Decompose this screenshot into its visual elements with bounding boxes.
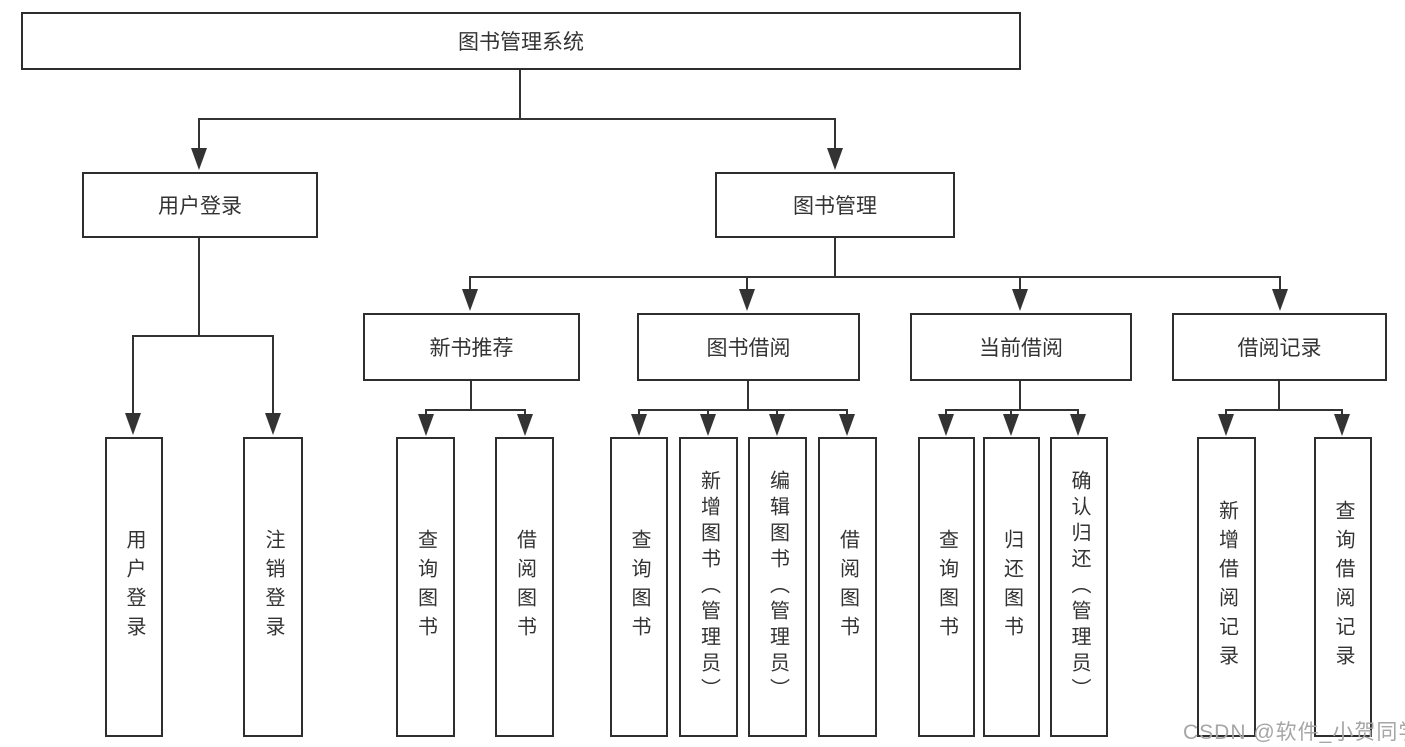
connector-line xyxy=(425,409,427,417)
leaf-logout: 注销登录 xyxy=(243,437,303,737)
connector-line xyxy=(945,409,1079,411)
connector-line xyxy=(1010,409,1012,417)
connector-line xyxy=(1278,381,1280,411)
connector-line xyxy=(198,118,836,120)
connector-line xyxy=(469,276,1281,278)
leaf-confirm-return-admin: 确认归还（管理员） xyxy=(1050,437,1108,737)
connector-line xyxy=(1225,409,1227,417)
arrowhead-down xyxy=(1003,414,1019,436)
csdn-watermark: CSDN @软件_小贺同学 xyxy=(1183,721,1405,744)
node-borrow-records-label: 借阅记录 xyxy=(1237,337,1322,360)
connector-line xyxy=(132,335,274,337)
connector-line xyxy=(707,409,709,417)
connector-line xyxy=(469,276,471,291)
arrowhead-down xyxy=(739,289,755,311)
leaf-add-borrow-record: 新增借阅记录 xyxy=(1197,437,1256,737)
connector-line xyxy=(945,409,947,417)
connector-line xyxy=(834,118,836,150)
arrowhead-down xyxy=(462,289,478,311)
node-current-borrow-label: 当前借阅 xyxy=(979,337,1063,360)
leaf-user-login-label: 用户登录 xyxy=(123,529,145,645)
connector-line xyxy=(638,409,640,417)
connector-line xyxy=(1019,276,1021,291)
node-current-borrow: 当前借阅 xyxy=(910,313,1132,381)
arrowhead-down xyxy=(1272,289,1288,311)
connector-line xyxy=(776,409,778,417)
arrowhead-down xyxy=(517,414,533,436)
connector-line xyxy=(834,238,836,278)
node-book-management-label: 图书管理 xyxy=(793,195,877,218)
node-new-book-recommend: 新书推荐 xyxy=(363,313,580,381)
node-book-management: 图书管理 xyxy=(715,172,955,238)
arrowhead-down xyxy=(418,414,434,436)
connector-line xyxy=(846,409,848,417)
leaf-borrow-books: 借阅图书 xyxy=(818,437,877,737)
node-book-borrow-label: 图书借阅 xyxy=(706,337,791,360)
connector-line xyxy=(1341,409,1343,417)
leaf-borrow-books-label: 借阅图书 xyxy=(836,529,859,645)
node-borrow-records: 借阅记录 xyxy=(1172,313,1387,381)
connector-line xyxy=(425,409,526,411)
node-root-label: 图书管理系统 xyxy=(458,31,584,54)
leaf-query-books-current-label: 查询图书 xyxy=(935,529,958,645)
leaf-add-borrow-record-label: 新增借阅记录 xyxy=(1215,500,1238,674)
connector-line xyxy=(746,276,748,291)
arrowhead-down xyxy=(631,414,647,436)
connector-line xyxy=(1077,409,1079,417)
leaf-query-books-current: 查询图书 xyxy=(918,437,975,737)
node-root: 图书管理系统 xyxy=(21,12,1021,70)
leaf-add-books-admin: 新增图书（管理员） xyxy=(679,437,738,737)
connector-line xyxy=(198,238,200,337)
leaf-query-books-borrow-label: 查询图书 xyxy=(628,529,650,645)
leaf-edit-books-admin: 编辑图书（管理员） xyxy=(748,437,807,737)
arrowhead-down xyxy=(1012,289,1028,311)
arrowhead-down xyxy=(265,413,281,435)
arrowhead-down xyxy=(938,414,954,436)
leaf-query-books-recommend: 查询图书 xyxy=(396,437,455,737)
connector-line xyxy=(1225,409,1343,411)
arrowhead-down xyxy=(827,148,843,170)
arrowhead-down xyxy=(1070,414,1086,436)
leaf-return-books-label: 归还图书 xyxy=(1000,529,1023,645)
leaf-query-borrow-record: 查询借阅记录 xyxy=(1314,437,1372,737)
leaf-user-login: 用户登录 xyxy=(105,437,163,737)
leaf-query-books-recommend-label: 查询图书 xyxy=(414,529,437,645)
connector-line xyxy=(1019,381,1021,411)
leaf-borrow-books-recommend-label: 借阅图书 xyxy=(513,529,536,645)
connector-line xyxy=(132,335,134,415)
node-user-login-label: 用户登录 xyxy=(158,195,242,218)
arrowhead-down xyxy=(125,413,141,435)
arrowhead-down xyxy=(839,414,855,436)
connector-line xyxy=(272,335,274,415)
node-user-login: 用户登录 xyxy=(82,172,318,238)
connector-line xyxy=(519,70,521,120)
arrowhead-down xyxy=(700,414,716,436)
leaf-confirm-return-admin-label: 确认归还（管理员） xyxy=(1068,470,1090,704)
connector-line xyxy=(1279,276,1281,291)
node-new-book-recommend-label: 新书推荐 xyxy=(429,337,514,360)
leaf-edit-books-admin-label: 编辑图书（管理员） xyxy=(766,470,789,704)
arrowhead-down xyxy=(191,148,207,170)
leaf-borrow-books-recommend: 借阅图书 xyxy=(495,437,554,737)
connector-line xyxy=(470,381,472,411)
arrowhead-down xyxy=(1218,414,1234,436)
arrowhead-down xyxy=(1334,414,1350,436)
leaf-logout-label: 注销登录 xyxy=(262,529,284,645)
connector-line xyxy=(747,381,749,411)
connector-line xyxy=(638,409,848,411)
leaf-query-books-borrow: 查询图书 xyxy=(610,437,668,737)
connector-line xyxy=(198,118,200,150)
connector-line xyxy=(524,409,526,417)
leaf-query-borrow-record-label: 查询借阅记录 xyxy=(1332,500,1354,674)
leaf-add-books-admin-label: 新增图书（管理员） xyxy=(697,470,720,704)
arrowhead-down xyxy=(769,414,785,436)
node-book-borrow: 图书借阅 xyxy=(637,313,860,381)
leaf-return-books: 归还图书 xyxy=(983,437,1040,737)
